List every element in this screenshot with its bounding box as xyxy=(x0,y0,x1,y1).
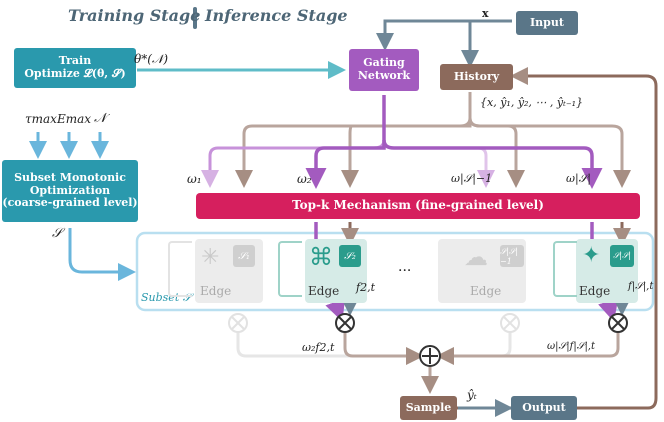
multiply-node-1 xyxy=(228,313,248,333)
subset-opt-line1: Subset Monotonic xyxy=(14,171,126,185)
edge-badge-1: 𝒮₁ xyxy=(233,245,255,267)
legend-inference: Inference Stage xyxy=(205,6,348,25)
train-title: Train xyxy=(58,54,92,68)
f2-label: f2,t xyxy=(356,281,375,294)
edge-card-4: ✦ 𝒮|𝒮| Edge xyxy=(576,239,638,303)
gating-line1: Gating xyxy=(363,56,405,70)
subset-opt-line3: (coarse-grained level) xyxy=(2,196,138,210)
edge-label-1: Edge xyxy=(200,284,232,298)
train-objective: Optimize 𝓛(θ, 𝓢) xyxy=(24,67,126,80)
edge-decor-2 xyxy=(278,241,302,297)
multiply-node-4 xyxy=(608,313,628,333)
yhat-label: ŷₜ xyxy=(467,388,477,402)
edge-icon-2: ⌘ xyxy=(309,243,333,271)
edge-card-2: ⌘ 𝒮₂ Edge xyxy=(305,239,367,303)
w2f2-label: ω₂f2,t xyxy=(302,341,335,354)
wsfs-label: ω|𝒮|f|𝒮|,t xyxy=(547,341,596,352)
fs-label: f|𝒮|,t xyxy=(628,281,654,292)
multiply-node-2 xyxy=(335,313,355,333)
weight-m: ω|𝒮|−1 xyxy=(451,172,493,185)
gating-network-box: Gating Network xyxy=(349,49,419,91)
sample-box: Sample xyxy=(400,396,457,420)
param-n: 𝒩 xyxy=(94,111,107,126)
legend-training: Training Stage xyxy=(68,6,201,25)
edge-label-2: Edge xyxy=(308,284,340,298)
edge-label-3: Edge xyxy=(470,284,502,298)
edge-icon-1: ✳ xyxy=(201,245,220,270)
output-box: Output xyxy=(511,396,577,420)
edge-badge-2: 𝒮₂ xyxy=(339,245,361,267)
edge-badge-4: 𝒮|𝒮| xyxy=(610,245,634,267)
theta-label: θ*(𝒩) xyxy=(134,52,169,66)
edge-card-1: ✳ 𝒮₁ Edge xyxy=(195,239,263,303)
subset-optimization-box: Subset Monotonic Optimization (coarse-gr… xyxy=(2,160,138,222)
legend-divider xyxy=(193,7,197,29)
edge-card-3: ☁ 𝒮|𝒮|−1 Edge xyxy=(438,239,526,303)
input-x-label: x xyxy=(482,7,489,20)
train-box: Train Optimize 𝓛(θ, 𝓢) xyxy=(14,48,136,88)
param-tau: τmax xyxy=(25,112,57,126)
ellipsis: ··· xyxy=(398,263,412,279)
subset-container xyxy=(135,231,655,312)
edge-icon-3: ☁ xyxy=(464,243,488,271)
weight-s: ω|𝒮| xyxy=(566,172,591,185)
edge-decor-1 xyxy=(168,241,192,297)
history-box: History xyxy=(440,64,513,90)
edge-icon-4: ✦ xyxy=(582,243,601,268)
multiply-node-3 xyxy=(500,313,520,333)
topk-mechanism-bar: Top-k Mechanism (fine-grained level) xyxy=(196,193,640,219)
history-sequence: {x, ŷ₁, ŷ₂, ⋯ , ŷₜ₋₁} xyxy=(480,96,584,109)
param-emax: Emax xyxy=(57,112,92,126)
input-box: Input xyxy=(516,11,578,35)
edge-label-4: Edge xyxy=(579,284,611,298)
s-label: 𝒮 xyxy=(52,226,63,241)
subset-opt-line2: Optimization xyxy=(29,183,111,197)
weight-2: ω₂ xyxy=(297,172,312,186)
edge-badge-3: 𝒮|𝒮|−1 xyxy=(500,245,524,267)
weight-1: ω₁ xyxy=(187,172,202,186)
gating-line2: Network xyxy=(357,69,411,82)
sum-node xyxy=(419,345,441,367)
subset-label: Subset 𝒮 xyxy=(141,291,192,304)
edge-decor-4 xyxy=(553,241,577,297)
